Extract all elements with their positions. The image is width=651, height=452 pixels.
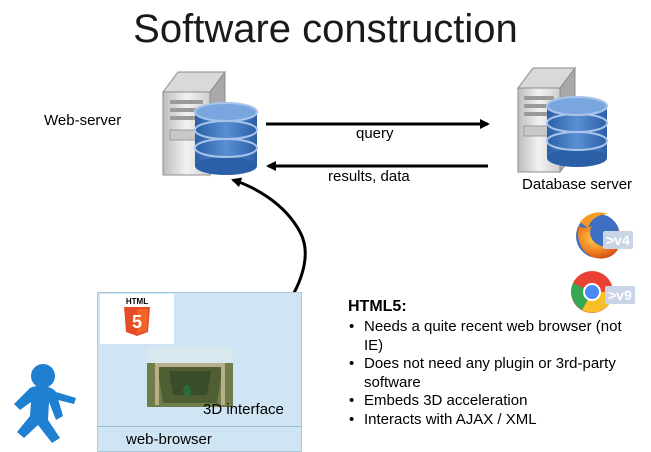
chrome-icon [571,271,613,313]
html5-logo-text: HTML [126,297,148,306]
list-item-text: Does not need any plugin or 3rd-party so… [364,355,616,391]
html5-heading: HTML5: [348,298,407,315]
firefox-version-badge: >v4 [603,231,633,249]
database-server-label: Database server [522,176,633,193]
results-label: results, data [328,168,410,185]
list-item: Interacts with AJAX / XML [346,411,626,430]
html5-logo-digit: 5 [132,312,142,332]
3d-scene-image [147,347,233,407]
list-item-text: Needs a quite recent web browser (not IE… [364,318,622,354]
html5-logo-card: HTML 5 [100,294,174,344]
html5-list: Needs a quite recent web browser (not IE… [346,318,626,430]
list-item-text: Interacts with AJAX / XML [364,410,537,428]
browser-divider [97,426,302,427]
chrome-version-badge: >v9 [605,286,635,304]
web-server-database-icon [194,102,258,175]
list-item-text: Embeds 3D acceleration [364,392,528,410]
query-label: query [356,125,394,142]
web-browser-label: web-browser [126,431,212,448]
database-server-database-icon [546,96,608,167]
html5-icon: HTML 5 [124,297,150,336]
web-server-label: Web-server [44,112,122,129]
3d-interface-label: 3D interface [203,401,284,418]
list-item: Does not need any plugin or 3rd-party so… [346,355,626,392]
page-title: Software construction [133,7,518,51]
list-item: Embeds 3D acceleration [346,392,626,411]
list-item: Needs a quite recent web browser (not IE… [346,318,626,355]
person-icon [14,364,76,443]
